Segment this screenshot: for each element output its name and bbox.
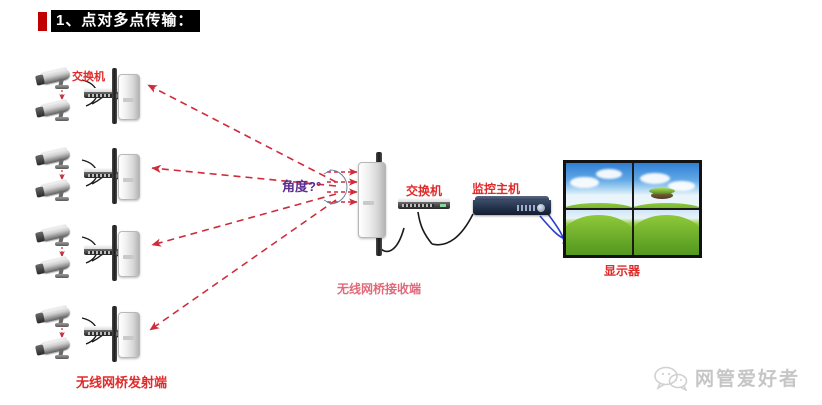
wireless-bridge-transmitter-icon: [112, 225, 140, 281]
transmitter-label: 无线网桥发射端: [76, 375, 168, 390]
center-switch-label: 交换机: [406, 184, 443, 198]
wireless-link-1: [147, 84, 337, 183]
wall-panel: [633, 163, 699, 208]
hub-arrow-fan: [323, 168, 358, 206]
camera-icon: [34, 66, 76, 90]
watermark: 网管爱好者: [654, 364, 800, 391]
switch-label-left: 交换机: [72, 71, 105, 83]
wall-panel: [633, 210, 699, 255]
wall-panel: [566, 163, 632, 208]
video-wall: [563, 160, 702, 258]
wireless-link-3: [151, 193, 337, 247]
monitoring-host-icon: [473, 196, 551, 218]
title-text: 1、点对多点传输：: [51, 10, 201, 32]
wireless-bridge-receiver-icon: [358, 152, 392, 256]
monitoring-host-label: 监控主机: [472, 182, 521, 196]
wireless-bridge-transmitter-icon: [112, 68, 140, 124]
page-title: 1、点对多点传输：: [38, 10, 201, 32]
title-marker: [38, 11, 47, 31]
camera-icon: [34, 178, 76, 202]
camera-icon: [34, 304, 76, 328]
display-label: 显示器: [604, 264, 641, 278]
wall-panel: [566, 210, 632, 255]
camera-icon: [34, 98, 76, 122]
angle-label: 角度?°: [282, 179, 322, 194]
wechat-bubble-icon: [654, 365, 688, 391]
floating-island-icon: [649, 187, 676, 200]
camera-icon: [34, 336, 76, 360]
camera-icon: [34, 255, 76, 279]
camera-icon: [34, 223, 76, 247]
center-switch-icon: [398, 198, 450, 211]
watermark-text: 网管爱好者: [694, 369, 800, 390]
wireless-bridge-transmitter-icon: [112, 306, 140, 362]
receiver-label: 无线网桥接收端: [337, 282, 422, 296]
wireless-link-arrows: [147, 84, 337, 331]
wireless-link-4: [149, 199, 337, 331]
camera-icon: [34, 146, 76, 170]
wireless-bridge-transmitter-icon: [112, 148, 140, 204]
